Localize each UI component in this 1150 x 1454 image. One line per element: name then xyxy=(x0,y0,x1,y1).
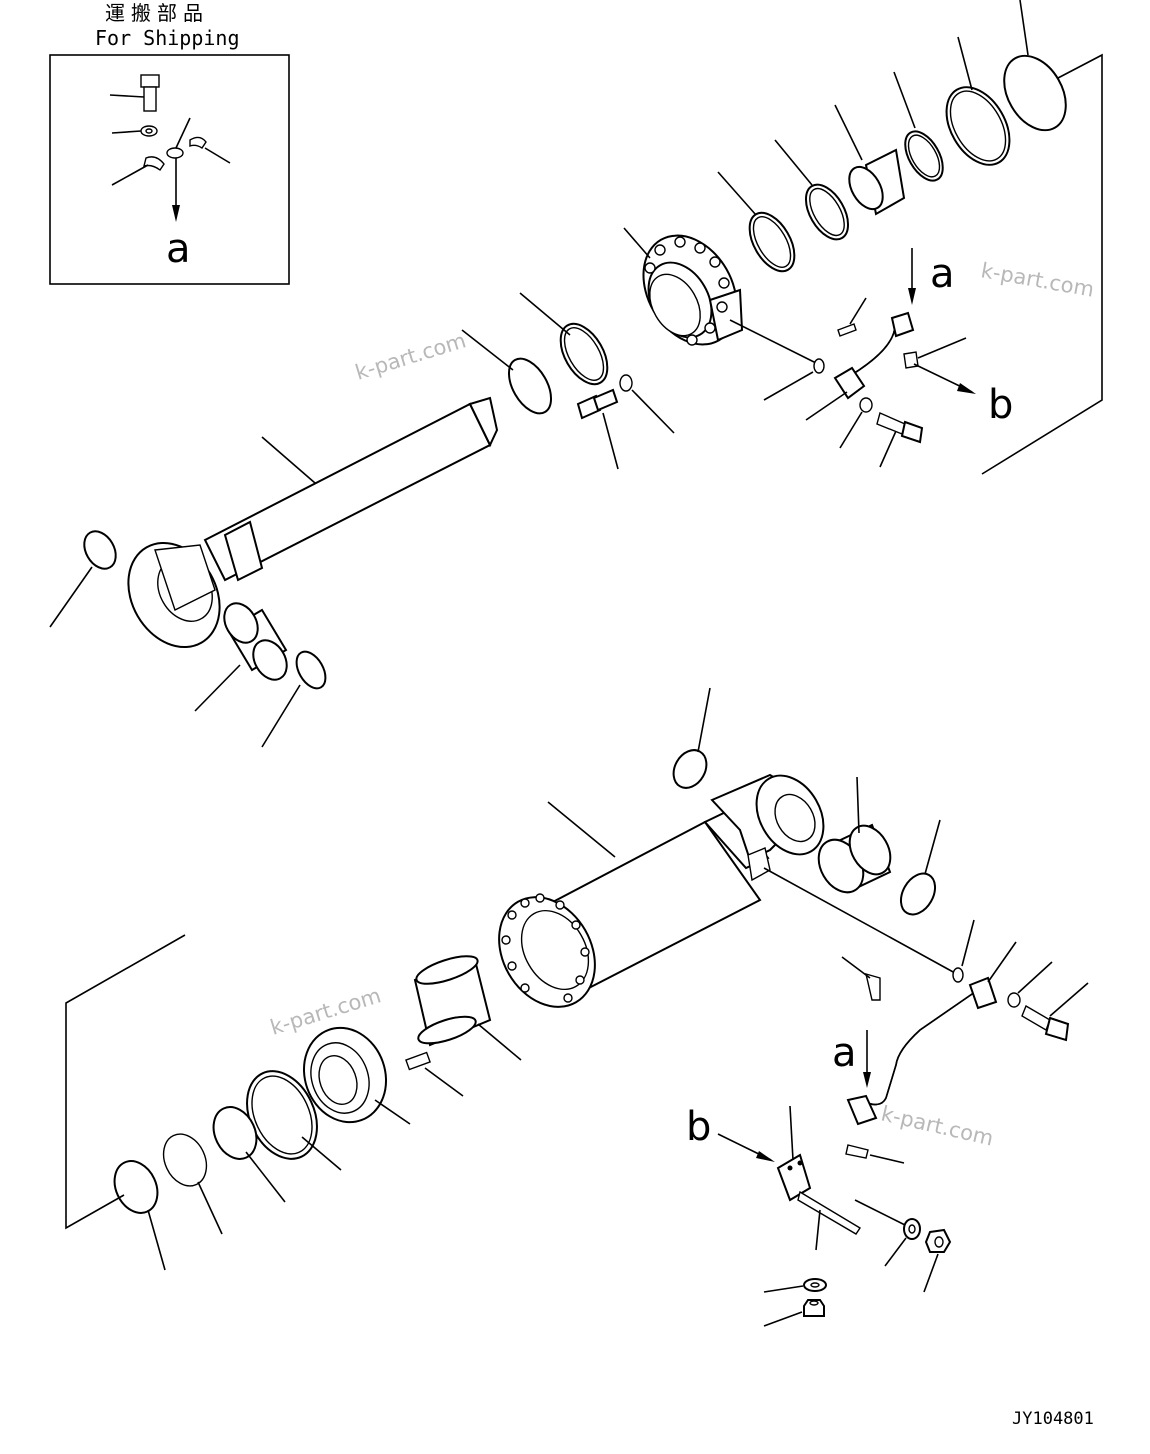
rod-dust-seal xyxy=(49,530,117,628)
piston-rod xyxy=(127,396,499,649)
upper-ref-arrow-a xyxy=(908,248,916,305)
bracket-washer-right xyxy=(884,1218,921,1267)
lower-group-bracket xyxy=(65,934,186,1230)
piston-backup-ring xyxy=(212,1106,286,1203)
shipping-arrow-label: a xyxy=(166,226,191,272)
tube-end-seal xyxy=(899,819,941,916)
rod-end-seal xyxy=(261,650,327,748)
rod-buffer-ring xyxy=(774,139,850,241)
head-seal-ring xyxy=(461,329,553,415)
piston-seal xyxy=(246,1070,342,1171)
watermark-2: k-part.com xyxy=(979,258,1096,301)
rod-seal-large xyxy=(1003,0,1067,132)
rod-seal-ring xyxy=(945,36,1011,166)
bracket-washer-lower xyxy=(763,1278,827,1293)
lower-ref-label-b: b xyxy=(686,1104,711,1150)
shipping-arrow xyxy=(172,158,180,222)
lower-pipe-bolt xyxy=(1021,982,1089,1042)
shipping-bolt xyxy=(109,74,160,112)
shipping-clip-left xyxy=(111,156,165,186)
head-mounting-bolt xyxy=(576,388,619,470)
head-washer xyxy=(619,374,675,434)
upper-pipe-bolt xyxy=(876,412,924,468)
bracket-nut-right xyxy=(923,1228,952,1293)
drawing-number: JY104801 xyxy=(1012,1409,1094,1429)
rod-wear-ring xyxy=(893,71,944,182)
pipe-bracket xyxy=(776,1105,906,1251)
upper-pipe-clamp xyxy=(903,337,967,369)
upper-ref-arrow-b xyxy=(913,363,976,394)
piston-o-ring xyxy=(113,1160,166,1271)
upper-group-bracket xyxy=(981,53,1103,475)
tube-end-bushing xyxy=(817,776,892,894)
piston xyxy=(302,1026,411,1125)
rod-bushing xyxy=(834,104,906,216)
inset-title-japanese: 運搬部品 xyxy=(105,1,209,25)
inset-title-english: For Shipping xyxy=(95,26,240,50)
shipping-clip-right xyxy=(189,136,231,164)
upper-ref-label-a: a xyxy=(930,251,955,297)
piston-slipper-ring xyxy=(162,1133,223,1235)
lower-ref-arrow-b xyxy=(717,1133,775,1162)
inset-frame xyxy=(49,54,290,285)
tube-top-o-ring xyxy=(672,687,711,789)
lower-pipe-clip-top xyxy=(841,956,881,1001)
watermark-1: k-part.com xyxy=(352,328,468,384)
head-o-ring xyxy=(519,292,609,386)
upper-pipe xyxy=(805,311,915,449)
for-shipping-inset: 運搬部品 For Shipping a xyxy=(49,1,290,285)
shipping-washer xyxy=(111,125,158,137)
watermark-4: k-part.com xyxy=(879,1101,996,1150)
upper-ref-label-b: b xyxy=(988,382,1013,428)
lower-pipe-washer xyxy=(1007,961,1053,1008)
bracket-nut-lower xyxy=(763,1299,825,1327)
lower-pipe xyxy=(846,941,1017,1126)
cylinder-tube-assembly: a b xyxy=(65,687,1089,1327)
piston-rod-assembly: a b xyxy=(49,0,1103,748)
upper-pipe-pin xyxy=(837,297,867,337)
lower-ref-arrow-a xyxy=(863,1030,871,1088)
cylinder-tube xyxy=(498,773,956,1008)
shipping-cap xyxy=(166,117,191,159)
piston-set-screw xyxy=(405,1051,464,1097)
tube-grease-plug xyxy=(952,919,975,983)
lower-ref-label-a: a xyxy=(832,1030,857,1076)
lower-pipe-clip-bottom xyxy=(845,1144,905,1164)
piston-wear-ring xyxy=(413,955,522,1061)
rod-end-bushing xyxy=(194,602,288,712)
cylinder-head xyxy=(623,227,819,365)
head-plug xyxy=(763,358,825,401)
rod-backup-ring xyxy=(717,171,796,273)
